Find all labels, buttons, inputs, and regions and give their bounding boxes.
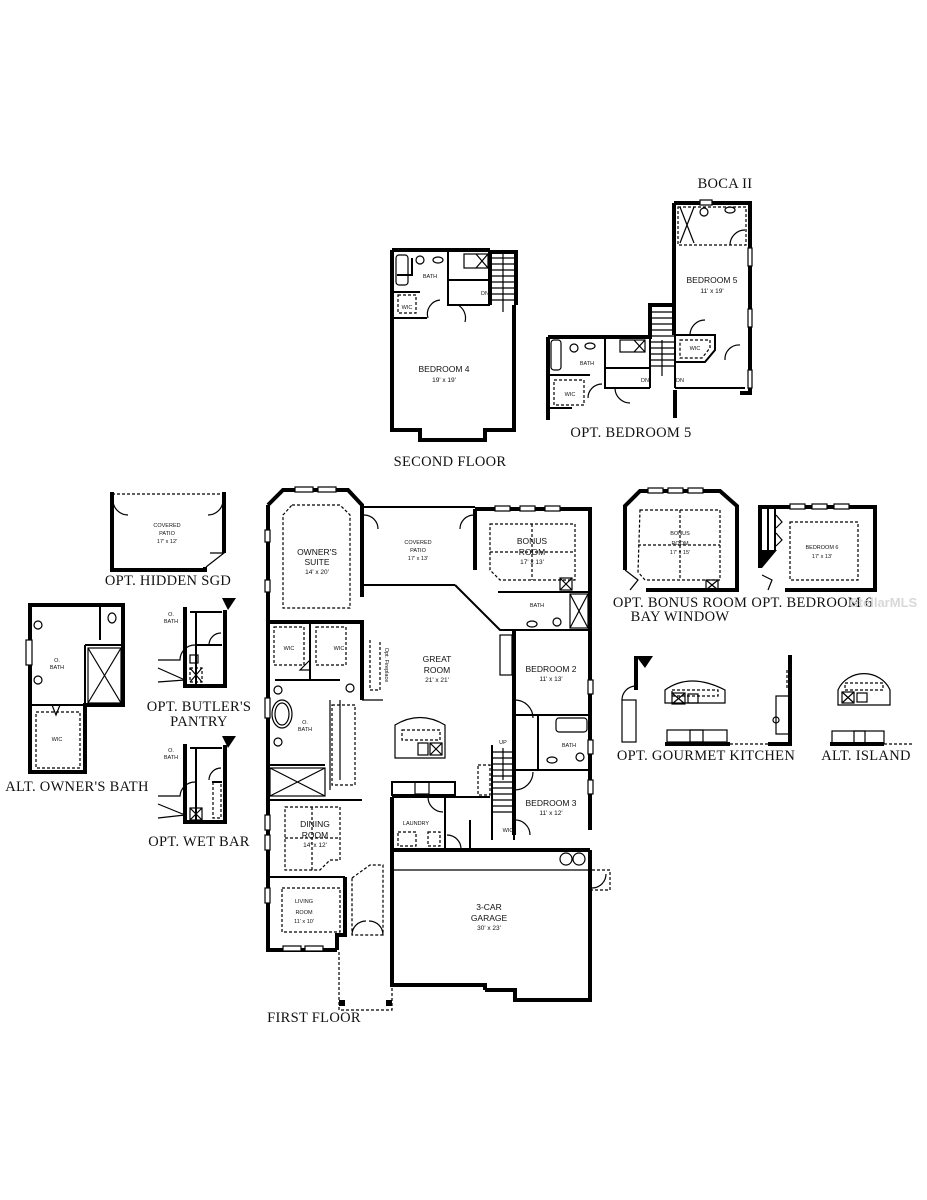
living-room-label-2: ROOM [295,910,313,916]
stair-dn-label: DN [641,378,649,384]
garage-label-2: GARAGE [471,913,508,923]
owners-suite-label-2: SUITE [304,557,329,567]
wic-label: WIC [565,392,576,398]
opt-wet-bar-plan: O. BATH [157,736,236,824]
opt-butlers-pantry-plan: O. BATH [157,598,236,688]
bedroom-4-dims: 19' x 19' [432,377,456,384]
watermark: StellarMLS [850,595,918,610]
first-floor-title: FIRST FLOOR [267,1010,361,1026]
opt-bedroom-5-title: OPT. BEDROOM 5 [570,425,691,441]
opt-bonus-bay-title-1: OPT. BONUS ROOM [613,595,747,611]
bedroom-6-dims: 17' x 13' [812,554,832,560]
covered-patio-dims: 17' x 12' [157,539,177,545]
bedroom-3-dims: 11' x 12' [539,810,562,817]
plan-name: BOCA II [698,176,753,192]
second-floor-title: SECOND FLOOR [394,454,507,470]
butlers-pantry-title-2: PANTRY [170,714,228,730]
covered-patio-label-2: PATIO [410,548,426,554]
great-room-label-2: ROOM [424,665,450,675]
living-room-dims: 11' x 10' [294,919,314,925]
opt-wet-bar-title: OPT. WET BAR [148,834,250,850]
opt-bedroom-6-title: OPT. BEDROOM 6 [751,595,872,611]
stair-dn-label: DN [676,378,684,384]
o-bath-label-2: BATH [164,619,178,625]
o-bath-label: O. [168,612,174,618]
first-floor-plan: UP O. BATH WIC WIC Opt. Fireplace [264,486,611,1011]
opt-bonus-bay-plan: BONUS ROOM 17' x 15' [623,487,739,592]
o-bath-label: O. [168,748,174,754]
bedroom-2-label: BEDROOM 2 [525,664,576,674]
wic-label: WIC [334,646,345,652]
bath-label: BATH [423,274,437,280]
opt-gourmet-kitchen-plan [621,655,792,746]
bonus-room-label: BONUS [517,536,548,546]
wic-label: WIC [52,737,63,743]
bonus-room-dims: 17' x 15' [670,550,690,556]
garage-dims: 30' x 23' [477,925,501,932]
opt-hidden-sgd-title: OPT. HIDDEN SGD [105,573,231,589]
o-bath-label-2: BATH [164,755,178,761]
wic-label: WIC [690,346,701,352]
o-bath-label-2: BATH [50,665,64,671]
opt-gourmet-kitchen-title: OPT. GOURMET KITCHEN [617,748,795,764]
stair-dn-label: DN [481,291,489,297]
opt-bedroom-5-plan: WIC DN DN BATH WIC BEDROOM 5 11' x 19' [546,199,753,420]
bonus-room-label-2: ROOM [519,547,545,557]
covered-patio-dims: 17' x 13' [408,556,428,562]
opt-bedroom-6-plan: BEDROOM 6 17' x 13' [758,503,877,592]
alt-island-title: ALT. ISLAND [821,748,911,764]
bath-label: BATH [580,361,594,367]
bath-label: BATH [562,743,576,749]
dining-room-dims: 14' x 12' [303,842,327,849]
laundry-label: LAUNDRY [403,821,430,827]
bedroom-5-dims: 11' x 19' [700,288,723,295]
butlers-pantry-title-1: OPT. BUTLER'S [147,699,252,715]
opt-bonus-bay-title-2: BAY WINDOW [631,609,730,625]
dining-room-label: DINING [300,819,330,829]
alt-island-plan [830,673,912,746]
o-bath-label: O. [54,658,60,664]
bath-label: BATH [530,603,544,609]
bonus-room-label: BONUS [670,531,690,537]
owners-suite-dims: 14' x 20' [305,569,329,576]
bedroom-6-label: BEDROOM 6 [805,545,838,551]
wic-label: WIC [402,305,413,311]
living-room-label: LIVING [295,899,313,905]
dining-room-label-2: ROOM [302,830,328,840]
alt-owners-bath-plan: O. BATH WIC [25,603,125,774]
covered-patio-label: COVERED [153,523,180,529]
covered-patio-label-2: PATIO [159,531,175,537]
garage-label: 3-CAR [476,902,502,912]
o-bath-label: O. [302,720,308,726]
owners-suite-label: OWNER'S [297,547,337,557]
bedroom-4-label: BEDROOM 4 [418,364,469,374]
opt-fireplace-label: Opt. Fireplace [383,648,389,683]
wic-label: WIC [503,828,514,834]
wic-label: WIC [284,646,295,652]
stair-up-label: UP [499,740,507,746]
opt-hidden-sgd-plan: COVERED PATIO 17' x 12' [110,492,226,572]
second-floor-plan: BATH WIC DN BEDROOM 4 19' x 19' [390,248,518,442]
alt-owners-bath-title: ALT. OWNER'S BATH [5,779,149,795]
bedroom-2-dims: 11' x 13' [539,676,562,683]
bedroom-3-label: BEDROOM 3 [525,798,576,808]
o-bath-label-2: BATH [298,727,312,733]
great-room-label: GREAT [423,654,452,664]
bonus-room-label-2: ROOM [671,541,689,547]
bedroom-5-label: BEDROOM 5 [686,275,737,285]
covered-patio-label: COVERED [404,540,431,546]
bonus-room-dims: 17' x 13' [520,559,544,566]
great-room-dims: 21' x 21' [425,677,449,684]
